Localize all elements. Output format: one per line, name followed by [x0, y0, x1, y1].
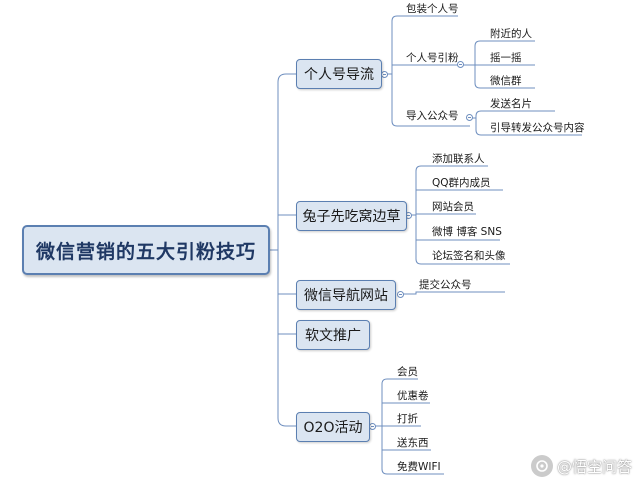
leaf-nearby[interactable]: 附近的人 [490, 28, 532, 40]
leaf-send-card[interactable]: 发送名片 [490, 98, 532, 110]
leaf-weibo-blog[interactable]: 微博 博客 SNS [432, 226, 502, 238]
leaf-personal-attract[interactable]: 个人号引粉 [406, 52, 459, 64]
watermark: @悟空问答 [530, 455, 632, 477]
branch-rabbit-eats-nearby-grass[interactable]: 兔子先吃窝边草 [296, 201, 407, 231]
leaf-shake[interactable]: 摇一摇 [490, 52, 522, 64]
branch-soft-article[interactable]: 软文推广 [296, 320, 370, 350]
collapse-toggle-personal-attract[interactable] [457, 61, 464, 68]
leaf-import-official[interactable]: 导入公众号 [406, 110, 459, 122]
collapse-toggle-b5[interactable] [369, 423, 376, 430]
branch-wechat-nav-sites[interactable]: 微信导航网站 [296, 280, 396, 310]
branch-o2o-activity[interactable]: O2O活动 [296, 412, 370, 442]
leaf-coupon[interactable]: 优惠卷 [397, 390, 429, 402]
wukong-logo-icon [530, 455, 553, 477]
root-topic[interactable]: 微信营销的五大引粉技巧 [22, 225, 270, 275]
leaf-site-members[interactable]: 网站会员 [432, 201, 474, 213]
leaf-discount[interactable]: 打折 [397, 413, 418, 425]
leaf-add-contacts[interactable]: 添加联系人 [432, 153, 485, 165]
leaf-member[interactable]: 会员 [397, 366, 418, 378]
watermark-text: @悟空问答 [556, 457, 632, 476]
leaf-free-wifi[interactable]: 免费WIFI [397, 461, 441, 473]
leaf-wechat-group[interactable]: 微信群 [490, 75, 522, 87]
branch-personal-traffic[interactable]: 个人号导流 [296, 59, 382, 89]
leaf-qq-members[interactable]: QQ群内成员 [432, 177, 491, 189]
collapse-toggle-b1[interactable] [381, 71, 388, 78]
leaf-forum-sign[interactable]: 论坛签名和头像 [432, 250, 506, 262]
leaf-submit-official[interactable]: 提交公众号 [419, 279, 472, 291]
leaf-giveaway[interactable]: 送东西 [397, 437, 429, 449]
leaf-guide-forward[interactable]: 引导转发公众号内容 [490, 122, 585, 134]
collapse-toggle-b3[interactable] [397, 291, 404, 298]
leaf-package-personal[interactable]: 包装个人号 [406, 3, 459, 15]
collapse-toggle-import-official[interactable] [466, 114, 473, 121]
